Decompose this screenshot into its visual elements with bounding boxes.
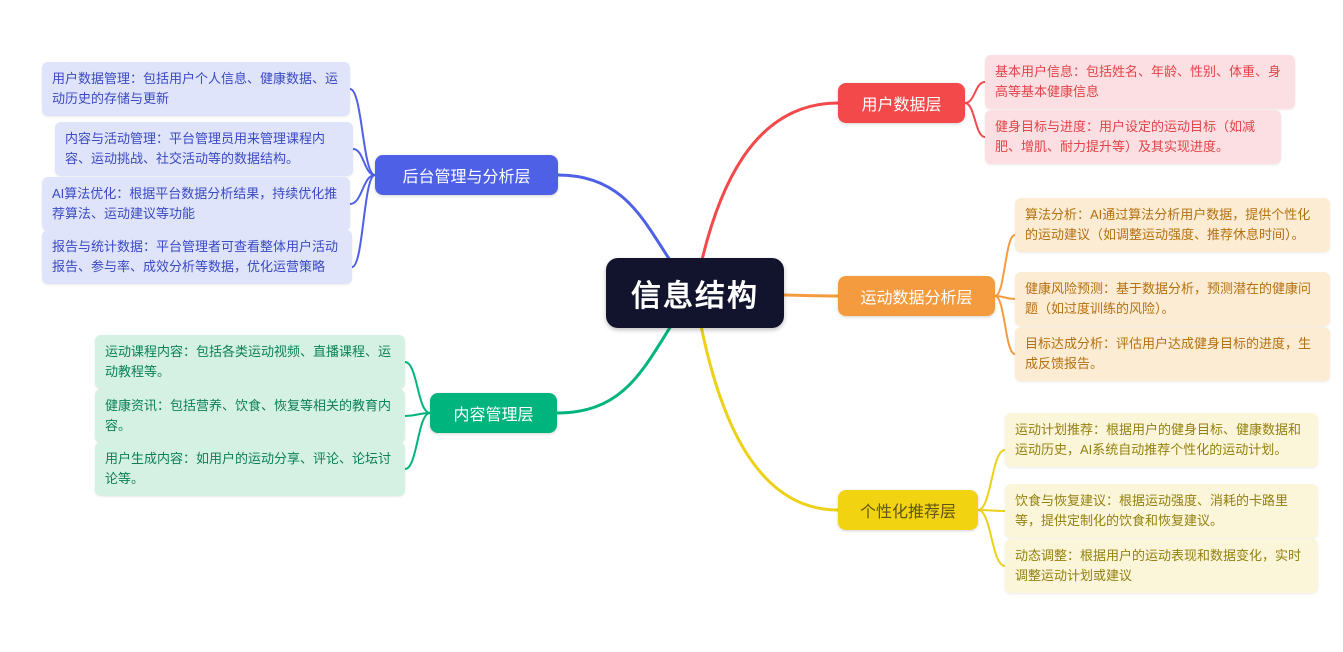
branch-sport-data-analysis[interactable]: 运动数据分析层 — [838, 276, 995, 316]
branch-content-management[interactable]: 内容管理层 — [430, 393, 557, 433]
topic-dynamic-adjustment[interactable]: 动态调整：根据用户的运动表现和数据变化，实时调整运动计划或建议 — [1005, 539, 1318, 594]
topic-basic-user-info[interactable]: 基本用户信息：包括姓名、年龄、性别、体重、身高等基本健康信息 — [985, 55, 1295, 110]
topic-fitness-goal-progress[interactable]: 健身目标与进度：用户设定的运动目标（如减肥、增肌、耐力提升等）及其实现进度。 — [985, 110, 1281, 165]
edge-backend-child-2 — [352, 148, 376, 176]
branch-backend-management[interactable]: 后台管理与分析层 — [375, 155, 558, 195]
edge-userdata-child-1 — [964, 81, 986, 104]
topic-sport-course-content[interactable]: 运动课程内容：包括各类运动视频、直播课程、运动教程等。 — [95, 335, 405, 390]
edge-recommend-child-1 — [977, 449, 1006, 511]
edge-content-child-3 — [404, 412, 431, 470]
topic-reports-statistics[interactable]: 报告与统计数据：平台管理者可查看整体用户活动报告、参与率、成效分析等数据，优化运… — [42, 230, 352, 285]
edge-center-to-recommend — [693, 291, 840, 512]
branch-user-data-layer[interactable]: 用户数据层 — [838, 83, 965, 123]
topic-goal-achievement-analysis[interactable]: 目标达成分析：评估用户达成健身目标的进度，生成反馈报告。 — [1015, 327, 1330, 382]
edge-analysis-child-3 — [994, 295, 1016, 355]
central-topic[interactable]: 信息结构 — [606, 258, 784, 328]
edge-backend-child-1 — [349, 88, 376, 176]
edge-recommend-child-3 — [977, 509, 1006, 567]
edge-userdata-child-2 — [964, 102, 986, 138]
topic-user-generated-content[interactable]: 用户生成内容：如用户的运动分享、评论、论坛讨论等。 — [95, 442, 405, 497]
edge-center-to-userdata — [693, 101, 840, 295]
edge-backend-child-4 — [351, 174, 376, 268]
topic-ai-algorithm-optimization[interactable]: AI算法优化：根据平台数据分析结果，持续优化推荐算法、运动建议等功能 — [42, 177, 350, 232]
topic-health-risk-prediction[interactable]: 健康风险预测：基于数据分析，预测潜在的健康问题（如过度训练的风险）。 — [1015, 272, 1330, 327]
topic-content-activity-management[interactable]: 内容与活动管理：平台管理员用来管理课程内容、运动挑战、社交活动等的数据结构。 — [55, 122, 353, 177]
edge-analysis-child-1 — [994, 234, 1016, 297]
topic-health-information[interactable]: 健康资讯：包括营养、饮食、恢复等相关的教育内容。 — [95, 389, 405, 444]
topic-workout-plan-recommendation[interactable]: 运动计划推荐：根据用户的健身目标、健康数据和运动历史，AI系统自动推荐个性化的运… — [1005, 413, 1318, 468]
topic-algorithm-analysis[interactable]: 算法分析：AI通过算法分析用户数据，提供个性化的运动建议（如调整运动强度、推荐休… — [1015, 198, 1330, 253]
branch-personalized-recommendation[interactable]: 个性化推荐层 — [838, 490, 978, 530]
edge-content-child-1 — [404, 361, 431, 414]
topic-diet-recovery-advice[interactable]: 饮食与恢复建议：根据运动强度、消耗的卡路里等，提供定制化的饮食和恢复建议。 — [1005, 484, 1318, 539]
topic-user-data-management[interactable]: 用户数据管理：包括用户个人信息、健康数据、运动历史的存储与更新 — [42, 62, 350, 117]
